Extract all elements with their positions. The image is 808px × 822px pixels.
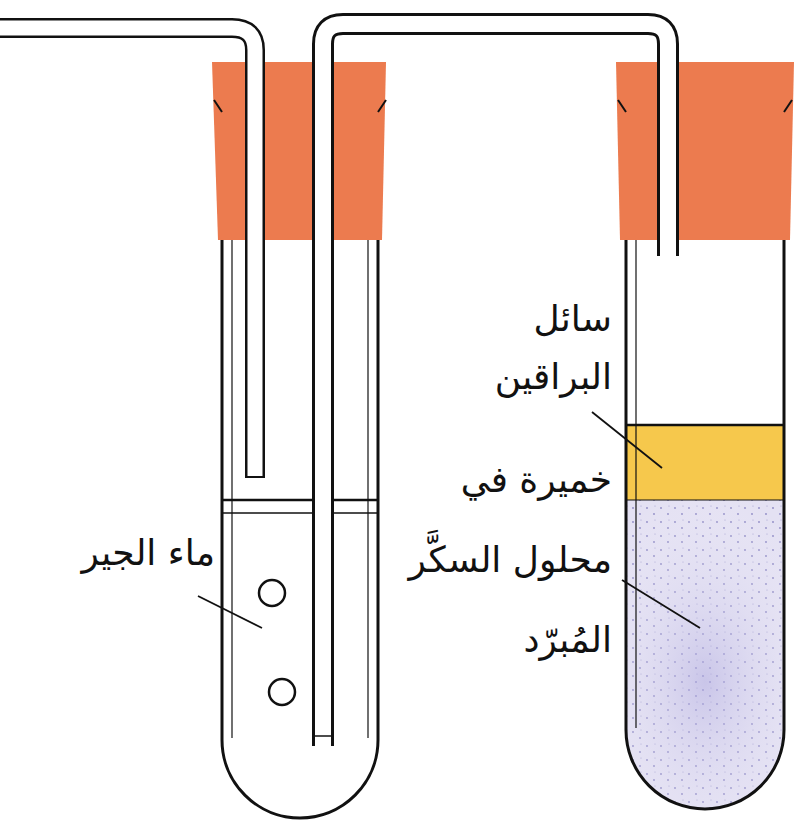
yeast-solution-label: خميرة في محلول السكَّر المُبرّد: [372, 440, 612, 680]
limewater-label: ماء الجير: [81, 528, 215, 578]
delivery-tube: [315, 24, 668, 748]
sugar-solution: [600, 500, 808, 822]
leader-line: [198, 596, 262, 628]
rubber-stopper: [212, 62, 386, 240]
exit-tube: [0, 28, 255, 478]
rubber-stopper: [616, 62, 794, 240]
leader-line: [622, 580, 700, 628]
gas-bubble: [259, 580, 285, 606]
gas-bubble: [269, 679, 295, 705]
paraffin-layer: [600, 425, 808, 500]
paraffin-label: سائل البراقين: [462, 290, 612, 406]
